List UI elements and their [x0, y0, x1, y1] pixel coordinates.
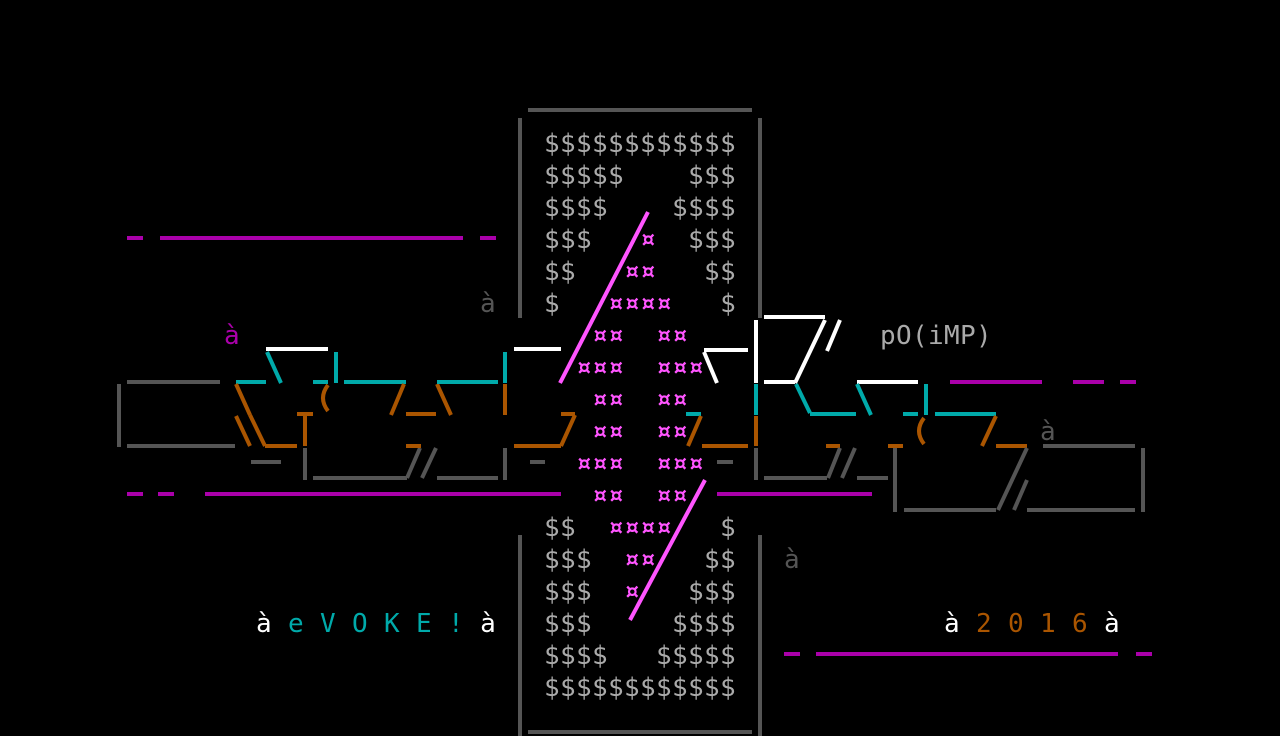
dollar-run: $$: [544, 257, 577, 287]
pink-pattern-row: ¤¤ ¤¤: [592, 321, 689, 351]
dollar-gap: [608, 192, 672, 224]
stray-mark: à: [224, 321, 241, 351]
dollar-row: $$$$ $$$$$: [544, 640, 736, 672]
pink-pattern-row: ¤¤ ¤¤: [592, 385, 689, 415]
pink-pattern-row: ¤¤: [624, 257, 657, 287]
pink-pattern-row: ¤: [624, 577, 641, 607]
logo-stroke: [686, 415, 703, 447]
logo-stroke: [826, 447, 842, 479]
dollar-gap: [592, 608, 672, 640]
logo-stroke: [793, 319, 827, 384]
logo-stroke: [559, 414, 577, 447]
logo-stroke: [248, 414, 267, 447]
artist-credit: pO(iMP): [880, 321, 993, 351]
dollar-run: $$$: [544, 577, 593, 607]
dollar-row: $$$ $$$: [544, 224, 736, 256]
group-tag-close: à: [480, 609, 497, 639]
year-tag-open: à: [944, 609, 961, 639]
dollar-row: $$$$$$$$$$$$: [544, 672, 736, 704]
pink-pattern-row: ¤¤¤ ¤¤¤: [576, 449, 705, 479]
dollar-row: $$$$$ $$$: [544, 160, 736, 192]
year: 2016: [976, 609, 1105, 639]
pink-pattern-row: ¤¤ ¤¤: [592, 417, 689, 447]
dollar-run: $$$: [544, 609, 593, 639]
dollar-run: $$$$: [544, 193, 609, 223]
dollar-row: $$$ $$$$: [544, 608, 736, 640]
logo-stroke: [996, 447, 1029, 511]
dollar-row: $$ $: [544, 512, 736, 544]
stray-mark: à: [480, 289, 497, 319]
dollar-run: $$$$$$$$$$$$: [544, 129, 737, 159]
logo-curve: [917, 416, 926, 446]
logo-stroke: [234, 383, 252, 416]
dollar-run: $$$$: [672, 609, 737, 639]
stray-mark: à: [784, 545, 801, 575]
dollar-row: $ $: [544, 288, 736, 320]
pink-pattern-row: ¤: [640, 225, 657, 255]
logo-stroke: [840, 447, 857, 479]
logo-stroke: [1012, 479, 1029, 511]
dollar-gap: [608, 640, 656, 672]
logo-stroke: [628, 479, 707, 621]
stray-mark: à: [1040, 417, 1057, 447]
dollar-run: $: [720, 289, 737, 319]
dollar-run: $$$$: [672, 193, 737, 223]
logo-stroke: [794, 383, 812, 414]
dollar-run: $$$$: [544, 641, 609, 671]
dollar-run: $$$: [688, 225, 737, 255]
dollar-run: $$: [704, 257, 737, 287]
logo-stroke: [234, 415, 252, 447]
pink-pattern-row: ¤¤¤¤: [608, 289, 673, 319]
dollar-run: $$$$$: [544, 161, 625, 191]
dollar-run: $$: [704, 545, 737, 575]
logo-curve: [321, 383, 330, 413]
logo-stroke: [420, 447, 438, 479]
logo-stroke: [405, 447, 422, 479]
dollar-row: $$$ $$$: [544, 576, 736, 608]
pink-pattern-row: ¤¤: [624, 545, 657, 575]
dollar-row: $$$$$$$$$$$$: [544, 128, 736, 160]
dollar-row: $$$$ $$$$: [544, 192, 736, 224]
dollar-run: $$$$$$$$$$$$: [544, 673, 737, 703]
logo-stroke: [265, 351, 283, 384]
dollar-run: $$$: [688, 577, 737, 607]
dollar-run: $$: [544, 513, 577, 543]
group-name: eVOKE!: [288, 609, 481, 639]
dollar-run: $$$: [688, 161, 737, 191]
dollar-run: $$$: [544, 545, 593, 575]
dollar-run: $: [544, 289, 561, 319]
group-tag-open: à: [256, 609, 273, 639]
logo-stroke: [435, 383, 453, 416]
dollar-gap: [624, 160, 688, 192]
logo-stroke: [389, 383, 406, 416]
year-tag-close: à: [1104, 609, 1121, 639]
logo-stroke: [980, 415, 998, 447]
pink-pattern-row: ¤¤¤ ¤¤¤: [576, 353, 705, 383]
pink-pattern-row: ¤¤ ¤¤: [592, 481, 689, 511]
dollar-run: $$$: [544, 225, 593, 255]
logo-stroke: [702, 351, 719, 384]
dollar-row: $$ $$: [544, 256, 736, 288]
logo-stroke: [855, 383, 873, 416]
logo-stroke: [825, 319, 842, 352]
dollar-run: $: [720, 513, 737, 543]
pink-pattern-row: ¤¤¤¤: [608, 513, 673, 543]
dollar-gap: [592, 576, 688, 608]
logo-stroke: [558, 211, 650, 384]
dollar-run: $$$$$: [656, 641, 737, 671]
dollar-row: $$$ $$: [544, 544, 736, 576]
